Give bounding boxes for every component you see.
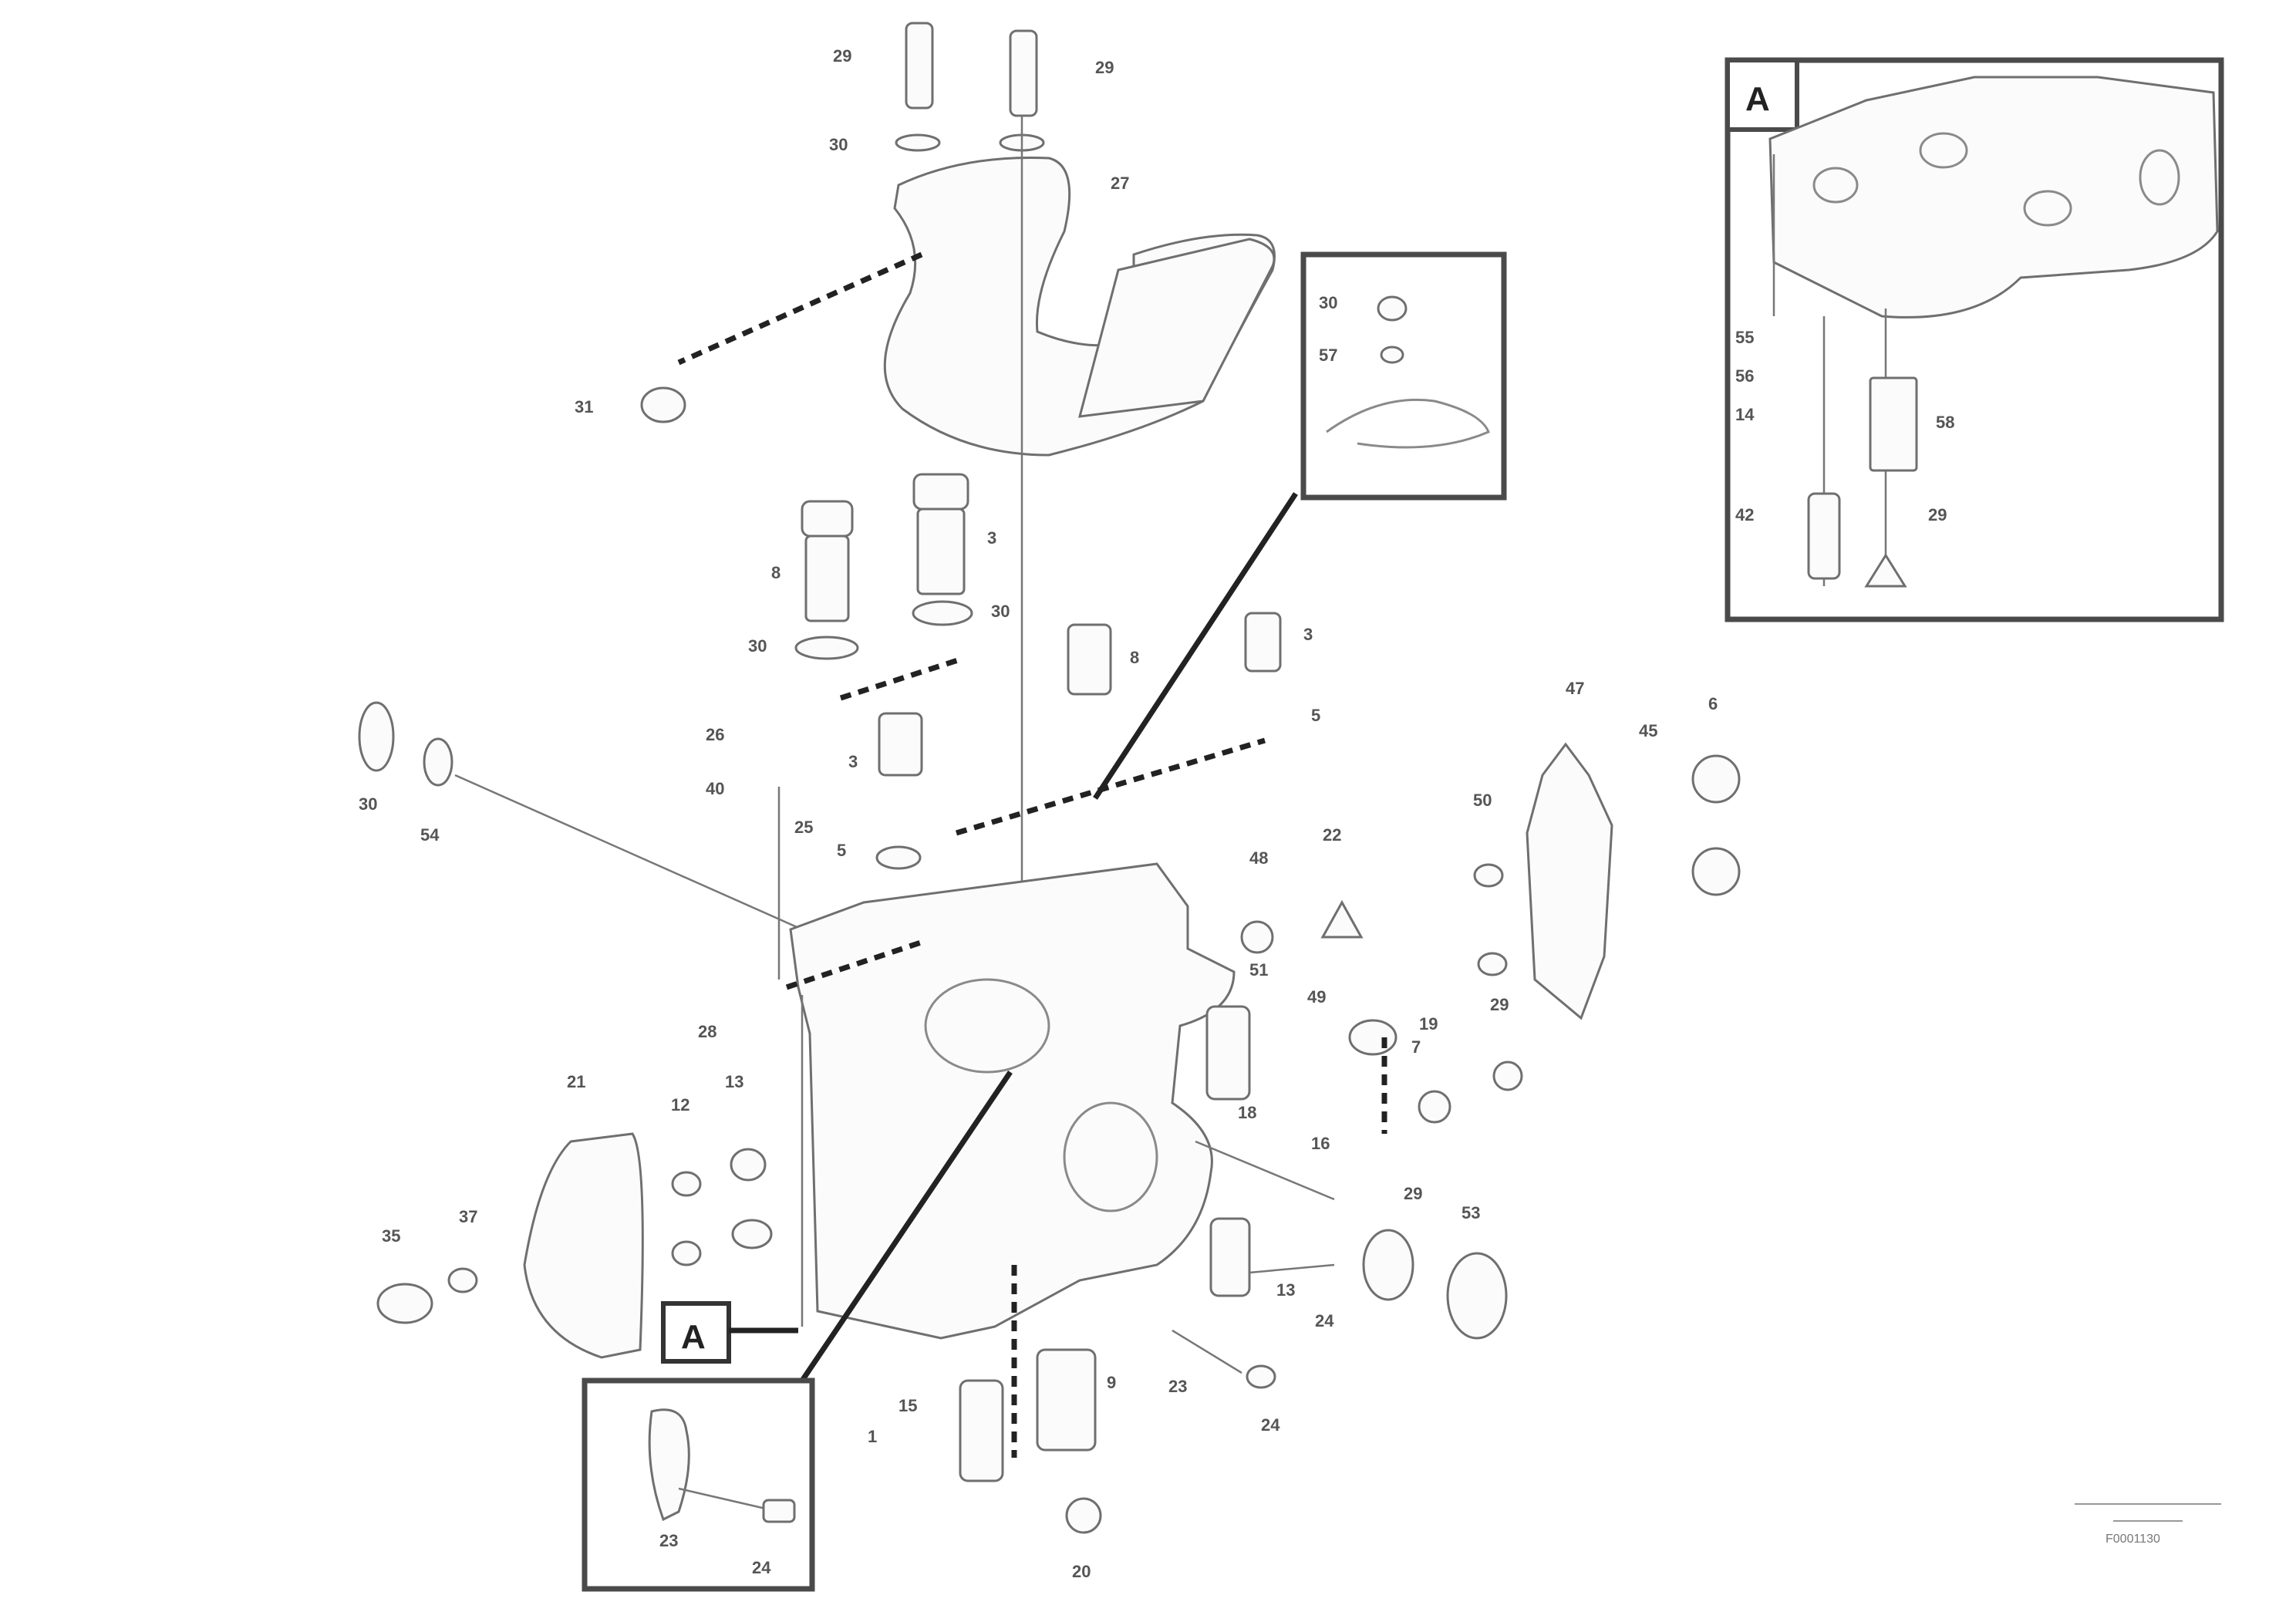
callout-label: 49 [1307,987,1326,1007]
callout-label: 30 [1319,293,1337,312]
callout-label: 48 [1249,848,1268,868]
callout-label: 30 [829,135,848,154]
callout-label: 55 [1735,328,1754,347]
callout-label: 42 [1735,505,1754,524]
callout-label: 31 [575,397,593,416]
callout-label: 15 [899,1396,917,1415]
o-rings-left [358,701,803,931]
callout-label: 3 [1303,625,1313,644]
callout-label: 6 [1708,694,1718,713]
callout-label: 58 [1936,413,1954,432]
callout-label: 54 [420,825,440,845]
callout-labels: 29 29 30 27 31 8 3 30 30 8 3 5 30 54 26 … [359,46,1954,1581]
detail-a-marker: A [681,1318,706,1356]
detail-a-title: A [1745,80,1770,118]
right-side-components [1195,742,1741,1340]
callout-label: 35 [382,1226,400,1246]
callout-label: 29 [833,46,851,66]
callout-label: 13 [725,1072,743,1091]
detail-a-inset [1725,57,2224,622]
callout-label: 24 [1315,1311,1334,1330]
callout-label: 47 [1566,679,1584,698]
callout-label: 29 [1095,58,1114,77]
callout-label: 3 [987,528,996,548]
callout-label: 8 [1130,648,1139,667]
callout-label: 25 [794,818,813,837]
callout-label: 50 [1473,791,1492,810]
bottom-components [959,1265,1276,1534]
callout-label: 24 [752,1558,771,1577]
valve-cartridges [794,473,1298,870]
callout-label: 20 [1072,1562,1091,1581]
callout-label: 30 [359,794,377,814]
callout-label: 12 [671,1095,689,1114]
callout-label: 45 [1639,721,1657,740]
callout-label: 30 [991,602,1010,621]
callout-label: 18 [1238,1103,1256,1122]
callout-label: 16 [1311,1134,1330,1153]
callout-label: 8 [771,563,781,582]
drawing-code: F0001130 [2106,1533,2160,1546]
callout-label: 28 [698,1022,716,1041]
callout-label: 27 [1111,174,1129,193]
callout-label: 7 [1411,1037,1421,1057]
callout-label: 14 [1735,405,1755,424]
callout-label: 26 [706,725,724,744]
callout-label: 29 [1404,1184,1422,1203]
left-cover [376,1132,773,1359]
callout-label: 53 [1462,1203,1480,1222]
callout-label: 5 [837,841,846,860]
callout-label: 23 [659,1531,678,1550]
callout-label: 21 [567,1072,585,1091]
callout-label: 1 [868,1427,877,1446]
callout-label: 23 [1168,1377,1187,1396]
callout-label: 57 [1319,346,1337,365]
callout-label: 19 [1419,1014,1438,1034]
detail-box-lower [582,1378,815,1592]
callout-label: 3 [848,752,858,771]
callout-label: 51 [1249,960,1268,980]
callout-label: 29 [1490,995,1509,1014]
callout-label: 40 [706,779,724,798]
callout-label: 24 [1261,1415,1280,1435]
callout-label: 9 [1107,1373,1116,1392]
callout-label: 56 [1735,366,1754,386]
main-valve-body [777,787,1236,1382]
callout-label: 13 [1276,1280,1295,1300]
callout-label: 5 [1311,706,1320,725]
upper-bracket-assembly [640,22,1276,926]
callout-label: 37 [459,1207,477,1226]
callout-label: 30 [748,636,767,656]
callout-label: 29 [1928,505,1947,524]
detail-box-upper [1300,251,1507,501]
callout-label: 22 [1323,825,1341,845]
